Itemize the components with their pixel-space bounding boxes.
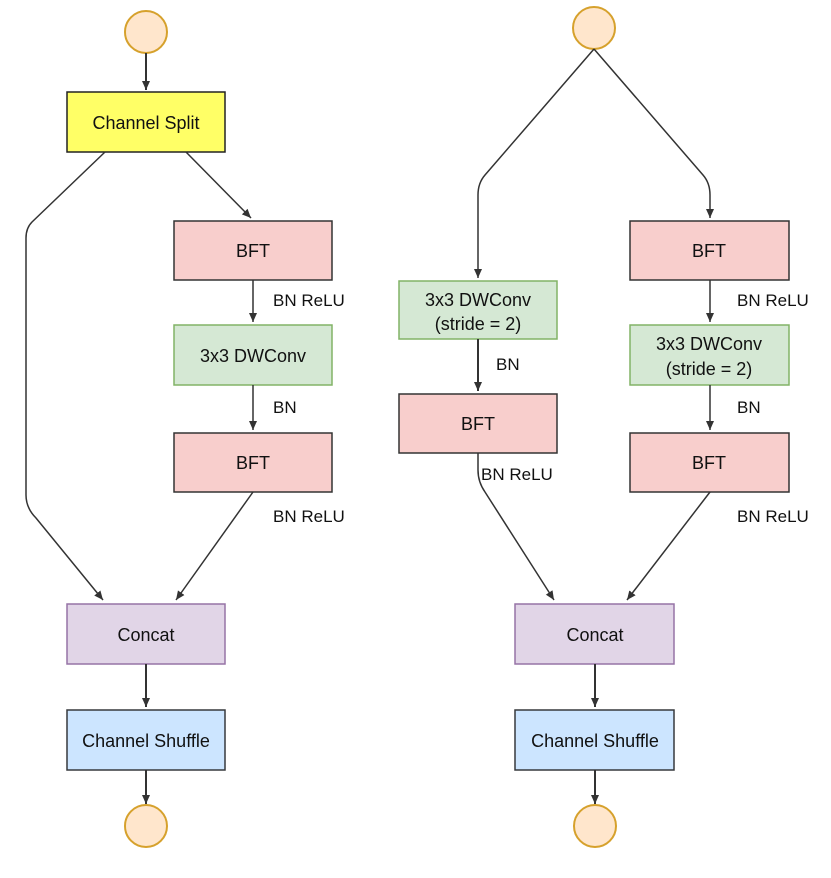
channel-split-label: Channel Split	[92, 113, 199, 133]
right-right-label-bn-relu-2: BN ReLU	[737, 507, 809, 526]
right-concat-label: Concat	[566, 625, 623, 645]
left-unit: Channel Split BFT BN ReLU 3x3 DWConv BN …	[25, 10, 345, 848]
left-label-bn: BN	[273, 398, 297, 417]
channel-split-box	[66, 91, 226, 153]
right-left-bft-box	[398, 393, 558, 454]
right-right-label-bn: BN	[737, 398, 761, 417]
right-left-dwconv-box	[398, 280, 558, 340]
left-edge-shortcut	[25, 151, 106, 601]
right-left-label-bn-relu: BN ReLU	[481, 465, 553, 484]
left-edge-bft-to-concat	[175, 491, 254, 601]
right-left-dwconv-label-line1: 3x3 DWConv	[425, 290, 531, 310]
right-left-dwconv-label-line2: (stride = 2)	[435, 314, 522, 334]
right-right-bft-top-label: BFT	[692, 241, 726, 261]
left-dwconv-box	[173, 324, 333, 386]
right-right-bft-bottom-box	[629, 432, 790, 493]
right-shuffle-label: Channel Shuffle	[531, 731, 659, 751]
right-right-dwconv-label-line1: 3x3 DWConv	[656, 334, 762, 354]
right-right-dwconv-label-line2: (stride = 2)	[666, 359, 753, 379]
left-label-bn-relu-2: BN ReLU	[273, 507, 345, 526]
right-shuffle-box	[514, 709, 675, 771]
right-left-label-bn: BN	[496, 355, 520, 374]
left-shuffle-box	[66, 709, 226, 771]
right-edge-input-to-left-branch	[474, 48, 595, 278]
right-right-edge-bft-to-concat	[626, 491, 711, 601]
left-bft-bottom-label: BFT	[236, 453, 270, 473]
right-left-bft-label: BFT	[461, 414, 495, 434]
left-input-node	[124, 10, 168, 54]
right-concat-box	[514, 603, 675, 665]
left-shuffle-label: Channel Shuffle	[82, 731, 210, 751]
left-edge-split-to-bft	[185, 151, 252, 219]
left-concat-label: Concat	[117, 625, 174, 645]
right-edge-input-to-right-branch	[593, 48, 714, 218]
right-right-label-bn-relu-1: BN ReLU	[737, 291, 809, 310]
right-output-node	[573, 804, 617, 848]
left-label-bn-relu-1: BN ReLU	[273, 291, 345, 310]
left-bft-top-box	[173, 220, 333, 281]
right-right-bft-bottom-label: BFT	[692, 453, 726, 473]
right-input-node	[572, 6, 616, 50]
right-right-dwconv-box	[629, 324, 790, 386]
left-dwconv-label: 3x3 DWConv	[200, 346, 306, 366]
left-output-node	[124, 804, 168, 848]
right-left-edge-bft-to-concat	[477, 453, 555, 601]
left-bft-top-label: BFT	[236, 241, 270, 261]
right-unit: 3x3 DWConv (stride = 2) BN BFT BN ReLU B…	[398, 6, 809, 848]
